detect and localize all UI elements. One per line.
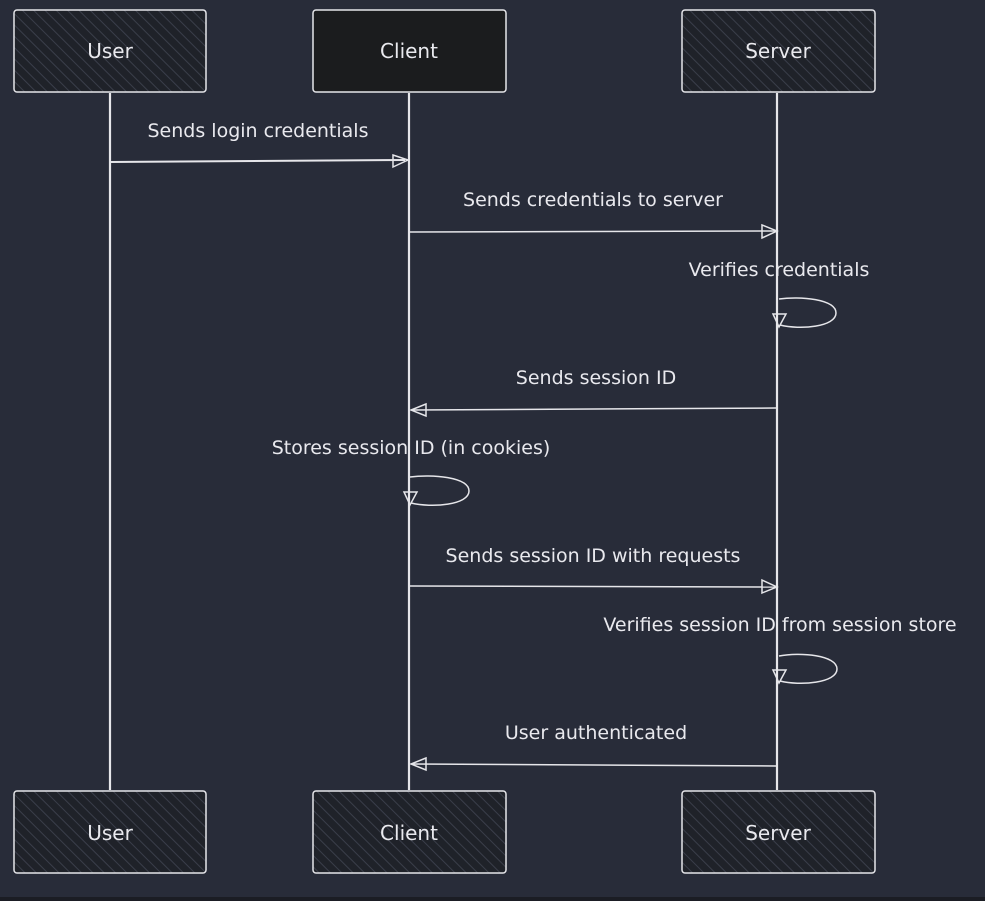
arrow-line — [409, 230, 776, 233]
self-message-loop[interactable]: Stores session ID (in cookies) — [272, 437, 551, 507]
message-arrow[interactable]: User authenticated — [408, 722, 777, 772]
actor-label: Client — [380, 39, 438, 63]
actor-client-bottom[interactable]: Client — [312, 790, 507, 874]
actor-client-top[interactable]: Client — [312, 9, 507, 93]
loop-line — [778, 653, 838, 684]
actor-box — [681, 790, 876, 874]
actor-label: Server — [745, 821, 811, 845]
loop-line — [409, 475, 470, 506]
actor-box — [681, 9, 876, 93]
message-arrow[interactable]: Sends credentials to server — [409, 189, 779, 240]
self-message-loop[interactable]: Verifies session ID from session store — [603, 614, 957, 685]
message-label: Sends session ID — [516, 367, 676, 389]
actor-box — [312, 9, 507, 93]
self-message-loop[interactable]: Verifies credentials — [689, 259, 870, 329]
message-label: Verifies session ID from session store — [603, 614, 956, 636]
message-label: Stores session ID (in cookies) — [272, 437, 551, 459]
arrow-head-icon — [402, 491, 419, 507]
actor-label: Server — [745, 39, 811, 63]
arrow-head-icon — [392, 153, 411, 169]
arrow-head-icon — [761, 223, 779, 240]
arrow-head-icon — [771, 669, 788, 685]
arrow-head-icon — [761, 578, 779, 595]
arrow-line — [109, 159, 406, 163]
message-label: Verifies credentials — [689, 259, 870, 281]
lifelines — [108, 93, 779, 790]
arrow-head-icon — [771, 313, 788, 329]
message-label: User authenticated — [505, 722, 687, 744]
actor-user-bottom[interactable]: User — [13, 790, 207, 874]
actor-box — [13, 790, 207, 874]
actor-user-top[interactable]: User — [13, 9, 207, 93]
actor-server-top[interactable]: Server — [681, 9, 876, 93]
top-actors: User Client Server — [13, 9, 876, 93]
bottom-actors: User Client Server — [13, 790, 876, 874]
arrow-line — [411, 763, 777, 767]
message-arrow[interactable]: Sends login credentials — [109, 120, 411, 169]
arrow-head-icon — [408, 402, 427, 418]
arrow-line — [411, 407, 777, 411]
message-arrow[interactable]: Sends session ID — [408, 367, 777, 418]
arrow-line — [409, 585, 776, 588]
actor-label: Client — [380, 821, 438, 845]
message-label: Sends credentials to server — [463, 189, 723, 211]
actor-box — [312, 790, 507, 874]
actor-box — [13, 9, 207, 93]
messages: Sends login credentials Sends credential… — [109, 120, 957, 772]
arrow-head-icon — [408, 756, 427, 772]
actor-label: User — [87, 821, 133, 845]
message-label: Sends login credentials — [148, 120, 369, 142]
message-arrow[interactable]: Sends session ID with requests — [409, 545, 779, 595]
actor-label: User — [87, 39, 133, 63]
actor-server-bottom[interactable]: Server — [681, 790, 876, 874]
window-bottom-edge — [0, 897, 985, 901]
loop-line — [778, 297, 837, 328]
message-label: Sends session ID with requests — [446, 545, 741, 567]
